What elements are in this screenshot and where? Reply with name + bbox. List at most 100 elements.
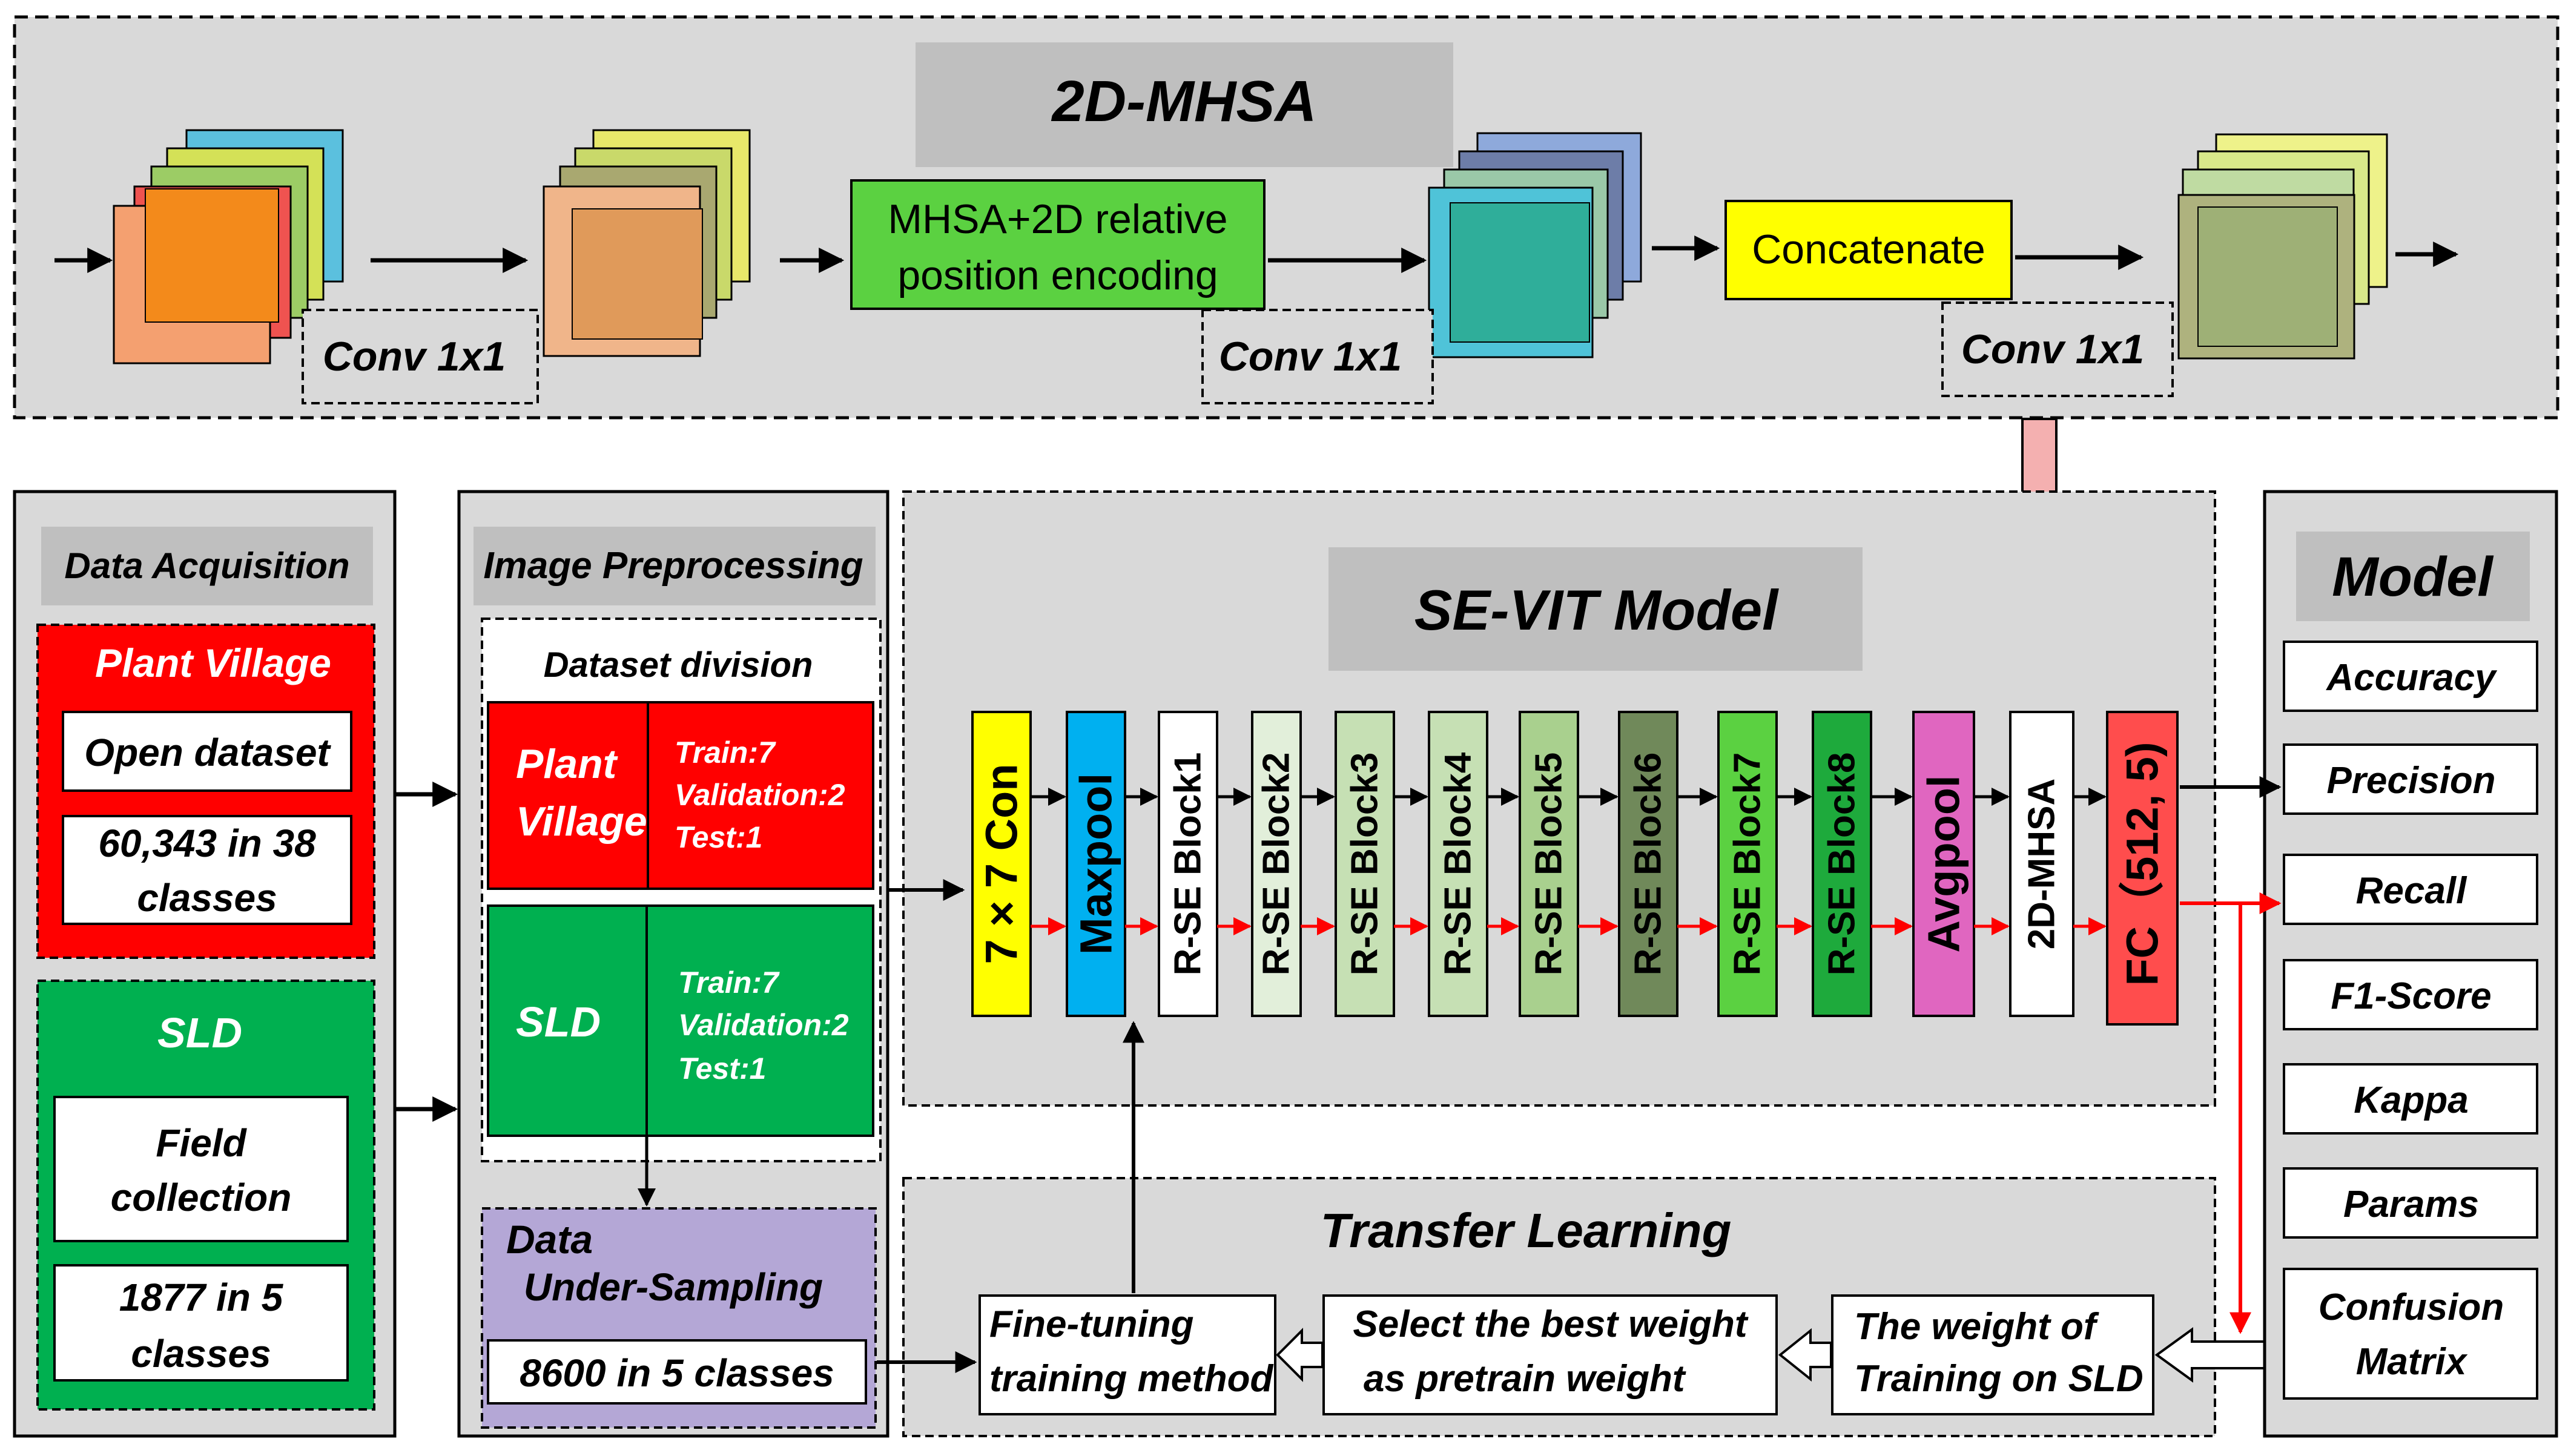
sld-count-box xyxy=(53,1264,349,1382)
sld-train: Train:7 xyxy=(678,966,780,1000)
layer-block-4 xyxy=(1251,711,1302,1017)
layer-block-3 xyxy=(1158,711,1218,1017)
division-title: Dataset division xyxy=(544,645,813,685)
pv-count-box xyxy=(62,815,352,925)
layer-block-2 xyxy=(1066,711,1126,1017)
select-weight-line2: as pretrain weight xyxy=(1364,1358,1686,1400)
sld-division-label: SLD xyxy=(516,998,601,1046)
confusion-line2: Matrix xyxy=(2356,1341,2468,1383)
conv-label-1: Conv 1x1 xyxy=(323,334,506,380)
feature-map-stack-1 xyxy=(113,129,344,364)
layer-block-13 xyxy=(2106,711,2179,1026)
sld-validation: Validation:2 xyxy=(678,1008,849,1042)
pv-source-title: Plant Village xyxy=(95,641,331,685)
model-to-recall-red-arrows xyxy=(2180,892,2282,1334)
weight-box xyxy=(1831,1294,2154,1415)
layer-block-12 xyxy=(2009,711,2074,1017)
layer-label-4: R-SE Block2 xyxy=(1256,753,1298,976)
sld-count-line1: 1877 in 5 xyxy=(119,1276,284,1319)
undersampling-line1: Data xyxy=(506,1217,593,1262)
metric-label-params: Params xyxy=(2343,1184,2479,1225)
sld-field-box xyxy=(53,1096,349,1242)
preprocessing-title: Image Preprocessing xyxy=(483,545,863,587)
acquisition-title-box xyxy=(41,527,373,605)
layer-block-10 xyxy=(1812,711,1872,1017)
layer-label-10: R-SE Block8 xyxy=(1821,753,1863,976)
pv-train: Train:7 xyxy=(675,736,776,769)
pv-open-dataset-box xyxy=(62,711,352,792)
select-weight-box xyxy=(1322,1294,1778,1415)
model-title-box xyxy=(1328,547,1863,671)
pv-count-line1: 60,343 in 38 xyxy=(98,822,316,865)
layer-block-5 xyxy=(1335,711,1395,1017)
finetune-line2: training method xyxy=(989,1358,1274,1400)
select-weight-line1: Select the best weight xyxy=(1353,1303,1749,1345)
metric-label-recall: Recall xyxy=(2356,870,2467,912)
metric-label-accuracy: Accuracy xyxy=(2325,657,2498,699)
mhsa-title: 2D-MHSA xyxy=(1051,69,1316,134)
feature-map-stack-3 xyxy=(1428,132,1642,358)
layer-label-6: R-SE Block4 xyxy=(1437,752,1479,975)
layer-label-2: Maxpool xyxy=(1071,773,1121,955)
layer-label-5: R-SE Block3 xyxy=(1344,753,1386,976)
layer-block-6 xyxy=(1428,711,1488,1017)
mhsa-encoding-line2: position encoding xyxy=(897,252,1218,298)
concatenate-label: Concatenate xyxy=(1752,226,1985,272)
metric-label-precision: Precision xyxy=(2326,760,2495,802)
metric-label-f1-score: F1-Score xyxy=(2331,975,2491,1017)
layer-label-8: R-SE Block6 xyxy=(1628,753,1669,976)
pv-division-label-2: Village xyxy=(516,799,647,845)
feature-map-stack-2 xyxy=(543,129,751,357)
layer-label-7: R-SE Block5 xyxy=(1528,753,1570,976)
preprocessing-title-box xyxy=(474,527,876,605)
pv-open-dataset: Open dataset xyxy=(84,731,331,774)
metric-box-recall xyxy=(2283,854,2538,925)
layer-label-9: R-SE Block7 xyxy=(1727,753,1769,976)
mhsa-title-box xyxy=(916,42,1453,167)
layer-block-11 xyxy=(1912,711,1975,1017)
confusion-line1: Confusion xyxy=(2319,1286,2504,1328)
layer-block-9 xyxy=(1717,711,1778,1017)
layer-stack: 7 × 7 Con Maxpool R-SE Block1 R-SE Block2 R-… xyxy=(971,711,2179,1026)
weight-line2: Training on SLD xyxy=(1854,1358,2144,1400)
feature-map-stack-4 xyxy=(2177,133,2388,360)
layer-label-11: Avgpool xyxy=(1919,775,1969,952)
metric-label-kappa: Kappa xyxy=(2354,1079,2468,1121)
layer-block-8 xyxy=(1618,711,1678,1017)
layer-label-3: R-SE Block1 xyxy=(1167,753,1209,976)
conv-box-2 xyxy=(1201,309,1434,404)
conv-label-3: Conv 1x1 xyxy=(1961,326,2144,372)
metrics-list: AccuracyPrecisionRecallF1-ScoreKappaPara… xyxy=(2283,641,2538,1239)
conv-box-3 xyxy=(1941,301,2174,397)
conv-box-1 xyxy=(302,309,539,404)
layer-label-13: FC（512, 5) xyxy=(2117,742,2168,986)
pv-count-line2: classes xyxy=(137,876,277,920)
weight-line1: The weight of xyxy=(1854,1306,2099,1348)
layer-label-12: 2D-MHSA xyxy=(2021,779,2063,949)
transfer-title: Transfer Learning xyxy=(1321,1204,1732,1257)
acquisition-title: Data Acquisition xyxy=(64,545,349,586)
sld-count-line2: classes xyxy=(131,1332,271,1375)
finetune-box xyxy=(979,1294,1276,1415)
layer-block-7 xyxy=(1519,711,1579,1017)
mhsa-encoding-line1: MHSA+2D relative xyxy=(888,196,1227,242)
conv-label-2: Conv 1x1 xyxy=(1219,334,1402,380)
concatenate-box xyxy=(1724,200,2013,300)
metric-box-f1-score xyxy=(2283,959,2538,1030)
metric-box-precision xyxy=(2283,743,2538,815)
metrics-title: Model xyxy=(2332,546,2494,608)
metric-box-accuracy xyxy=(2283,641,2538,712)
sld-test: Test:1 xyxy=(678,1052,766,1085)
undersampling-line2: Under-Sampling xyxy=(524,1265,823,1309)
transfer-hollow-arrows xyxy=(1276,1327,2266,1383)
metric-box-kappa xyxy=(2283,1063,2538,1135)
mhsa-arrows xyxy=(54,236,2459,273)
pv-division-label-1: Plant xyxy=(516,741,618,787)
mhsa-encoding-box xyxy=(850,179,1266,310)
pv-validation: Validation:2 xyxy=(675,778,845,812)
model-title: SE-VIT Model xyxy=(1414,578,1779,642)
layer-block-1 xyxy=(971,711,1032,1017)
layer-label-1: 7 × 7 Con xyxy=(977,763,1027,964)
metric-box-params xyxy=(2283,1167,2538,1239)
